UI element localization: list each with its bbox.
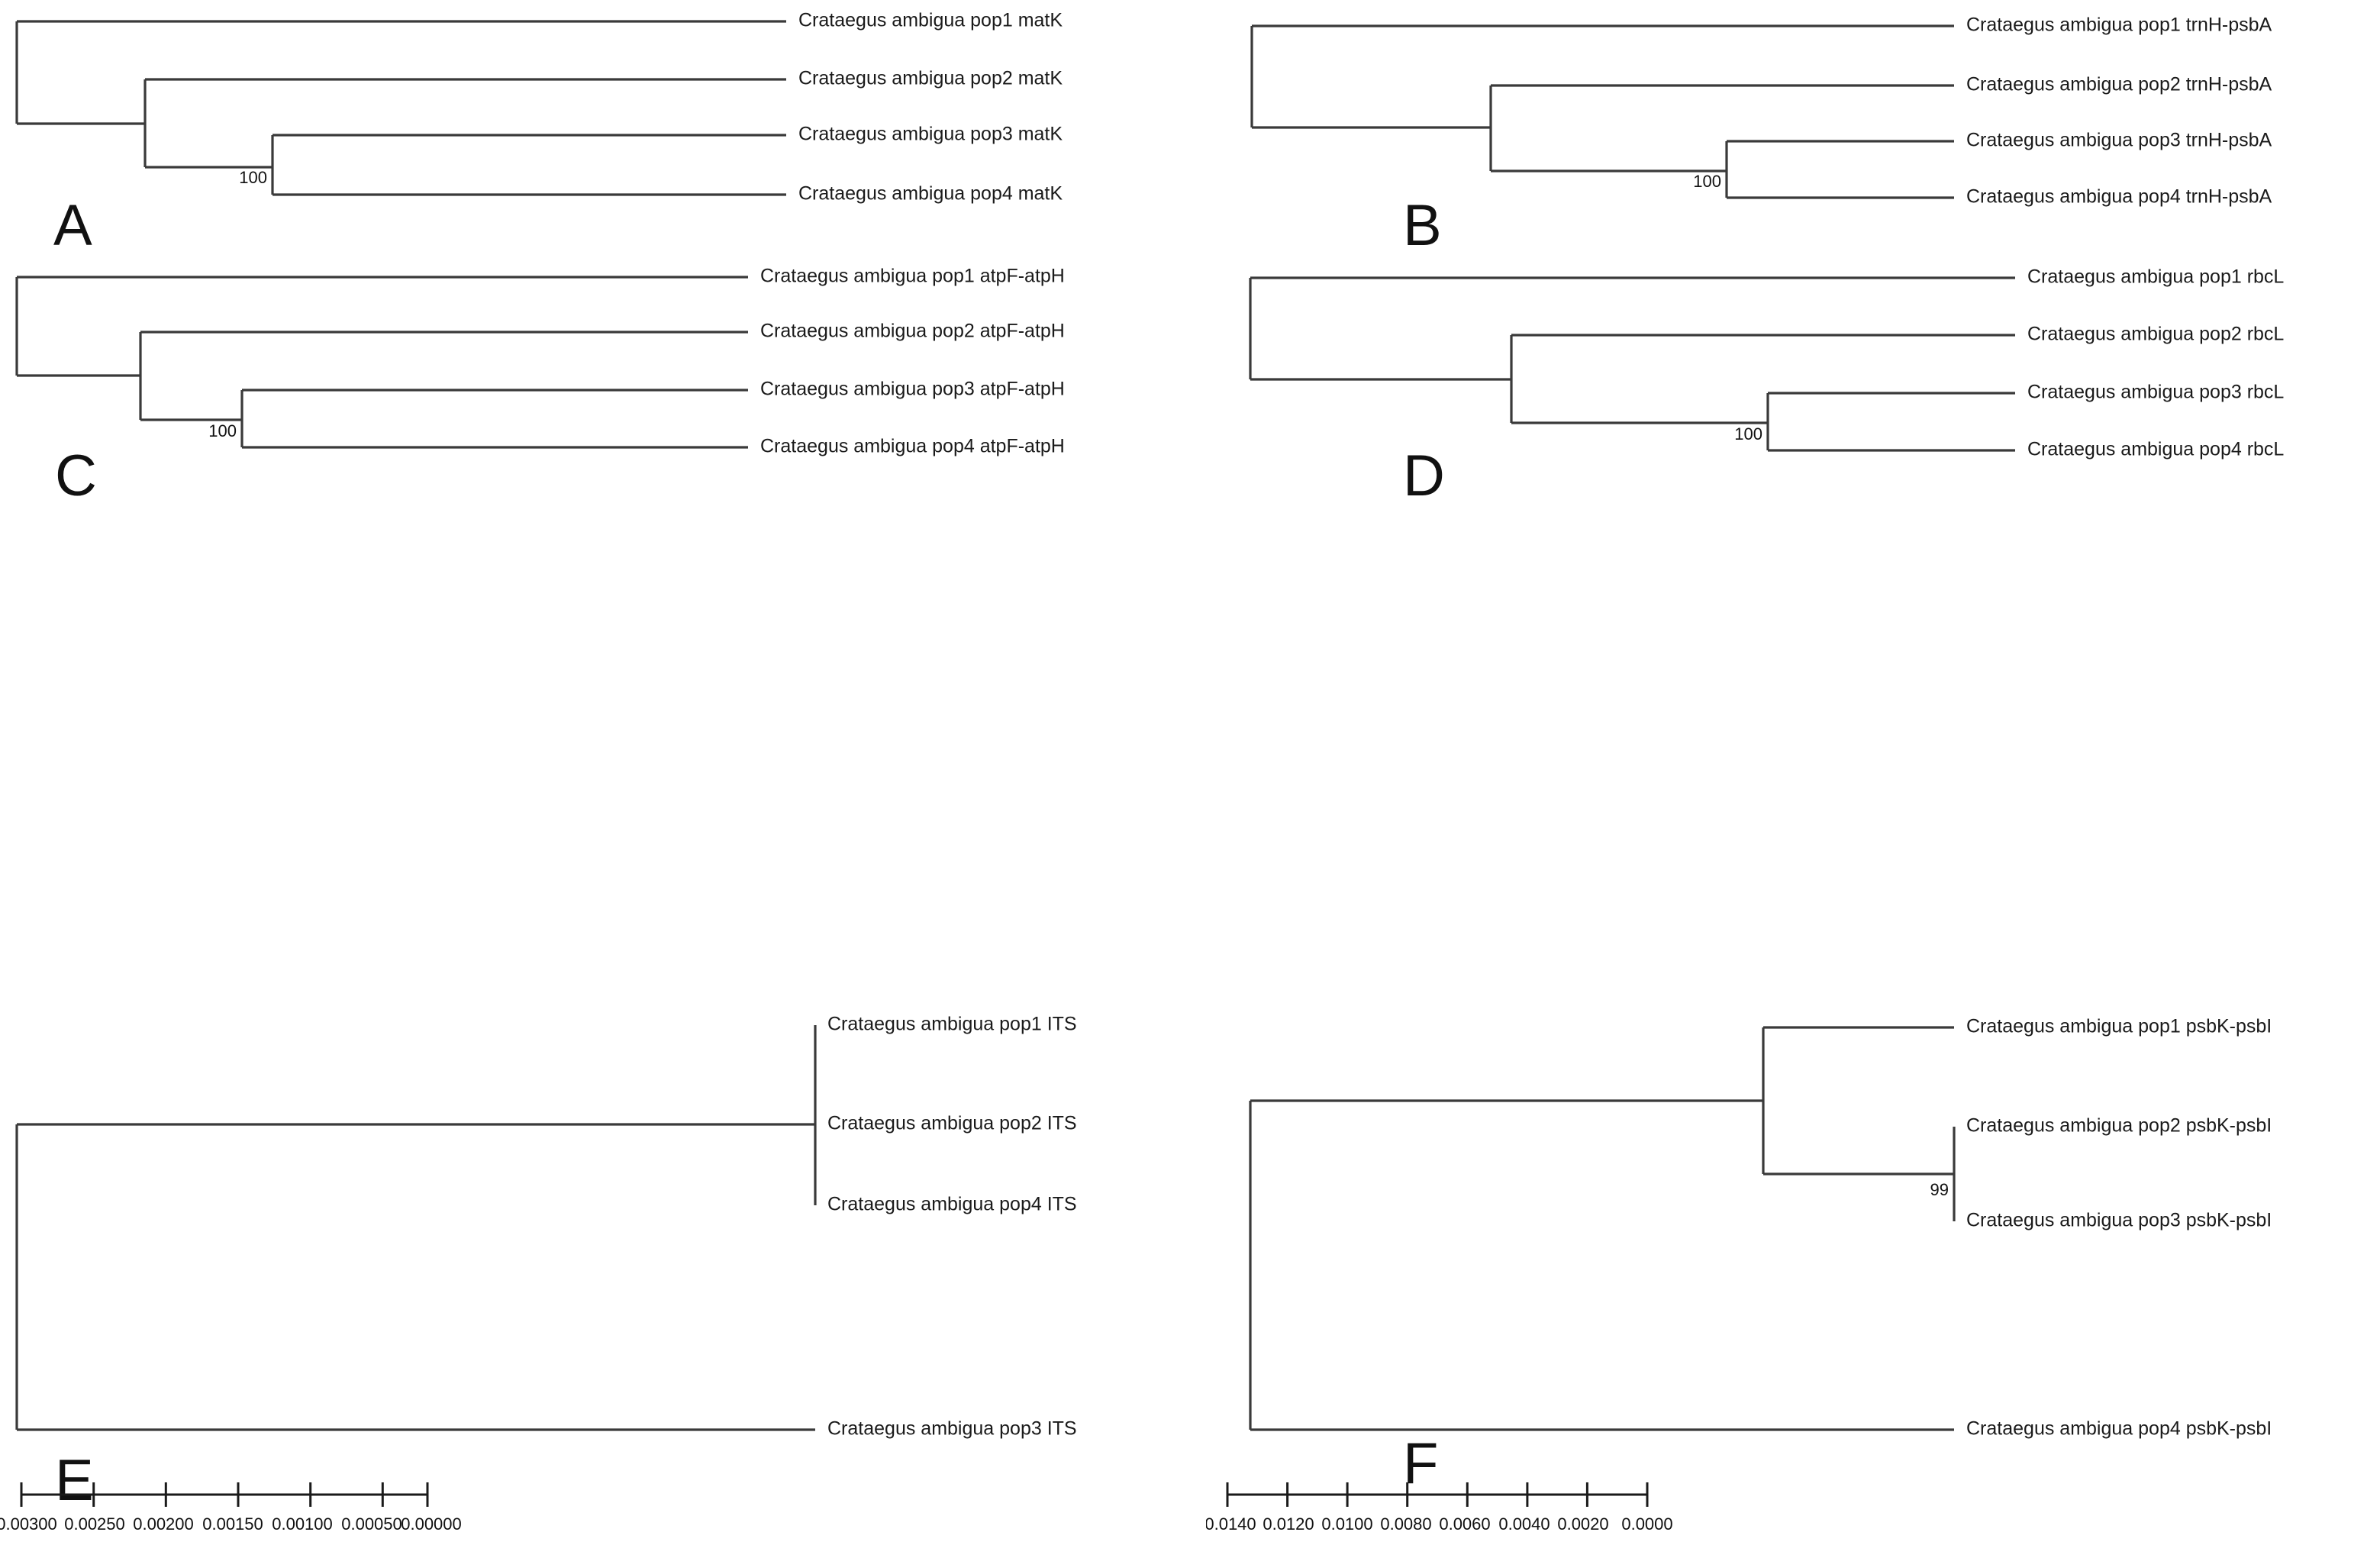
taxon-label: Crataegus ambigua pop4 rbcL xyxy=(2027,439,2284,460)
scale-tick-label: 0.0140 xyxy=(1206,1514,1256,1534)
scale-tick-label: 0.00050 xyxy=(341,1514,402,1534)
bootstrap-value: 100 xyxy=(208,421,237,440)
panel-letter-e: E xyxy=(55,1448,94,1513)
branch-lines-d xyxy=(1249,276,2015,452)
scale-tick-label: 0.00000 xyxy=(401,1514,462,1534)
panel-c-tree: Crataegus ambigua pop1 atpF-atpH Crataeg… xyxy=(0,260,1191,489)
taxon-label: Crataegus ambigua pop3 ITS xyxy=(827,1418,1077,1440)
panel-a-tree: Crataegus ambigua pop1 matK Crataegus am… xyxy=(0,0,1191,229)
panel-letter-f: F xyxy=(1403,1431,1439,1496)
bootstrap-value: 100 xyxy=(1734,424,1762,443)
taxon-label: Crataegus ambigua pop1 matK xyxy=(798,10,1063,31)
scale-tick-label: 0.0060 xyxy=(1439,1514,1490,1534)
taxon-label: Crataegus ambigua pop3 atpF-atpH xyxy=(760,379,1065,400)
bootstrap-value: 100 xyxy=(239,168,267,187)
taxon-label: Crataegus ambigua pop2 rbcL xyxy=(2027,324,2284,345)
scale-tick-label: 0.0120 xyxy=(1263,1514,1314,1534)
scale-tick-label: 0.0020 xyxy=(1557,1514,1608,1534)
scale-tick-label: 0.0040 xyxy=(1498,1514,1550,1534)
branch-lines-a xyxy=(15,20,786,196)
scale-tick-label: 0.00100 xyxy=(272,1514,333,1534)
taxon-label: Crataegus ambigua pop4 ITS xyxy=(827,1194,1077,1215)
panel-letter-b: B xyxy=(1403,193,1442,258)
branch-lines-b xyxy=(1250,24,1954,199)
panel-d-tree: Crataegus ambigua pop1 rbcL Crataegus am… xyxy=(1191,260,2380,489)
taxon-label: Crataegus ambigua pop4 psbK-psbI xyxy=(1966,1418,2272,1440)
taxon-label: Crataegus ambigua pop4 matK xyxy=(798,183,1063,205)
taxon-label: Crataegus ambigua pop3 psbK-psbI xyxy=(1966,1210,2272,1231)
scale-tick-label: 0.00250 xyxy=(64,1514,125,1534)
taxon-label: Crataegus ambigua pop1 rbcL xyxy=(2027,266,2284,288)
panel-letter-d: D xyxy=(1403,443,1445,508)
scale-tick-label: 0.00150 xyxy=(202,1514,263,1534)
taxon-label: Crataegus ambigua pop1 psbK-psbI xyxy=(1966,1016,2272,1037)
scalebar-left: 0.00300 0.00250 0.00200 0.00150 0.00100 … xyxy=(0,1473,473,1561)
taxon-label: Crataegus ambigua pop1 ITS xyxy=(827,1014,1077,1035)
branch-lines-e xyxy=(15,1025,817,1431)
scale-tick-label: 0.0000 xyxy=(1621,1514,1672,1534)
scalebar-right-axis xyxy=(1226,1482,1649,1507)
panel-letter-a: A xyxy=(53,193,92,258)
taxon-label: Crataegus ambigua pop2 trnH-psbA xyxy=(1966,74,2272,95)
scale-tick-label: 0.00200 xyxy=(133,1514,194,1534)
branch-lines-c xyxy=(15,276,748,449)
bootstrap-value: 100 xyxy=(1693,172,1721,191)
panel-f-tree: Crataegus ambigua pop1 psbK-psbI Crataeg… xyxy=(1191,985,2380,1440)
scale-tick-label: 0.0100 xyxy=(1321,1514,1372,1534)
bootstrap-value: 99 xyxy=(1930,1180,1949,1199)
panel-e-tree: Crataegus ambigua pop1 ITS Crataegus amb… xyxy=(0,985,1191,1440)
taxon-label: Crataegus ambigua pop2 ITS xyxy=(827,1113,1077,1134)
panel-b-tree: Crataegus ambigua pop1 trnH-psbA Crataeg… xyxy=(1191,0,2380,229)
taxon-label: Crataegus ambigua pop2 matK xyxy=(798,68,1063,89)
taxon-label: Crataegus ambigua pop1 trnH-psbA xyxy=(1966,15,2272,36)
taxon-label: Crataegus ambigua pop4 trnH-psbA xyxy=(1966,186,2272,208)
branch-lines-f xyxy=(1249,1026,1956,1431)
scalebar-right: 0.0140 0.0120 0.0100 0.0080 0.0060 0.004… xyxy=(1205,1473,1740,1561)
taxon-label: Crataegus ambigua pop1 atpF-atpH xyxy=(760,266,1065,287)
scale-tick-label: 0.00300 xyxy=(0,1514,57,1534)
taxon-label: Crataegus ambigua pop3 matK xyxy=(798,124,1063,145)
taxon-label: Crataegus ambigua pop3 rbcL xyxy=(2027,382,2284,403)
scalebar-left-axis xyxy=(20,1482,429,1507)
scale-tick-label: 0.0080 xyxy=(1380,1514,1431,1534)
panel-letter-c: C xyxy=(55,443,97,508)
taxon-label: Crataegus ambigua pop2 atpF-atpH xyxy=(760,321,1065,342)
taxon-label: Crataegus ambigua pop2 psbK-psbI xyxy=(1966,1115,2272,1137)
taxon-label: Crataegus ambigua pop4 atpF-atpH xyxy=(760,436,1065,457)
taxon-label: Crataegus ambigua pop3 trnH-psbA xyxy=(1966,130,2272,151)
